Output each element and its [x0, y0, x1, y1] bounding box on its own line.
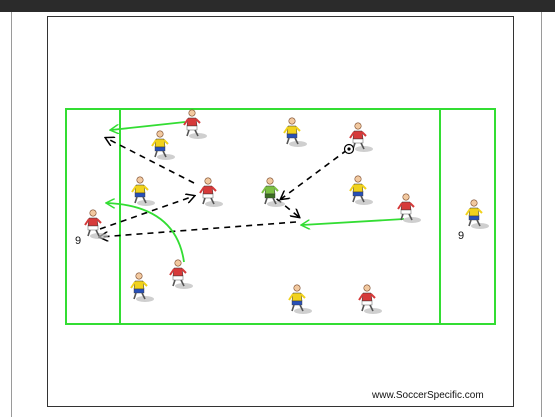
player-red-7: [359, 285, 382, 314]
player-number-label: 9: [75, 235, 81, 247]
player-red-1: [184, 110, 207, 139]
site-credit: www.SoccerSpecific.com: [372, 390, 484, 401]
pass-arrow: [281, 150, 347, 199]
player-keeper: [262, 178, 285, 207]
pass-arrow: [100, 222, 296, 237]
player-number-label: 9: [458, 230, 464, 242]
player-yellow-3: [132, 177, 155, 206]
player-red-3: [200, 178, 223, 207]
player-red-6: [170, 260, 193, 289]
run-arrow: [302, 219, 404, 225]
field-boundary: [66, 109, 495, 324]
player-red-5: [85, 210, 108, 239]
player-yellow-6: [131, 273, 154, 302]
player-yellow-2: [152, 131, 175, 160]
ball: [345, 145, 354, 154]
player-yellow-4: [350, 176, 373, 205]
player-yellow-7: [289, 285, 312, 314]
run-arrow: [111, 122, 185, 130]
player-yellow-1: [284, 118, 307, 147]
player-red-4: [398, 194, 421, 223]
player-yellow-5: [466, 200, 489, 229]
run-arrow-curved: [107, 203, 184, 262]
